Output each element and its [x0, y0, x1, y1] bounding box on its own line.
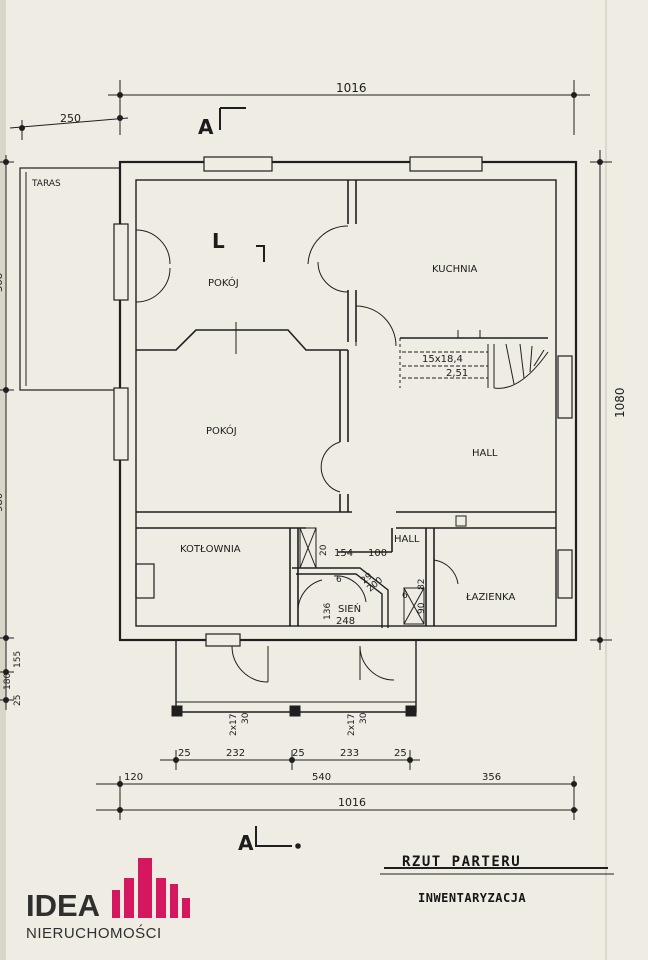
- dim-right-side: 1080: [613, 387, 627, 418]
- dim-inner-a: 6: [336, 575, 342, 585]
- dim-inner-d: 6: [402, 591, 408, 601]
- dim-bottom-row2-b: 540: [312, 772, 331, 783]
- dim-inner-154: 154: [334, 548, 353, 559]
- section-marker-top: A: [198, 115, 214, 139]
- porch-dim-left: 2x17: [229, 713, 239, 736]
- dim-left-side-5: 25: [13, 695, 23, 706]
- dim-bottom-row1-c: 25: [292, 748, 305, 759]
- idea-logo: IDEA NIERUCHOMOŚCI: [26, 858, 190, 942]
- room-label-hall-small: HALL: [394, 534, 420, 545]
- section-marker-inner: L: [212, 229, 225, 253]
- room-label-taras: TARAS: [31, 179, 61, 189]
- dim-inner-g: 20: [319, 544, 329, 556]
- room-label-sien: SIEŃ: [338, 602, 361, 615]
- porch-dim-right: 2x17: [347, 713, 357, 736]
- room-label-kuchnia: KUCHNIA: [432, 264, 478, 275]
- room-label-hall: HALL: [472, 448, 498, 459]
- stairs-label-bottom: 2,51: [446, 368, 468, 379]
- dim-left-side-2: 980: [0, 493, 5, 512]
- dim-left-side-4: 180: [3, 673, 13, 690]
- dim-bottom-total: 1016: [338, 796, 366, 809]
- dim-inner-e: 82: [417, 579, 427, 590]
- room-label-lazienka: ŁAZIENKA: [465, 592, 515, 603]
- dim-bottom-row1-a: 25: [178, 748, 191, 759]
- dim-inner-f: 90: [417, 602, 427, 614]
- logo-bars-icon: [112, 858, 190, 918]
- dim-top-left: 250: [60, 112, 81, 125]
- porch-dim-left-b: 30: [241, 712, 251, 724]
- dim-bottom-row1-d: 233: [340, 748, 359, 759]
- room-label-pokoj-upper: POKÓJ: [208, 276, 239, 289]
- room-label-pokoj-lower: POKÓJ: [206, 424, 237, 437]
- dim-left-side-1: 508: [0, 273, 5, 292]
- dim-inner-100: 100: [368, 548, 387, 559]
- dim-bottom-row1-e: 25: [394, 748, 407, 759]
- porch-dim-right-b: 30: [359, 712, 369, 724]
- room-label-kotlownia: KOTŁOWNIA: [180, 544, 241, 555]
- dim-inner-248: 248: [336, 616, 355, 627]
- dim-top-total: 1016: [336, 81, 367, 95]
- dim-left-side-3: 155: [13, 651, 23, 668]
- drawing-title: RZUT PARTERU: [402, 854, 521, 870]
- logo-brand: IDEA: [26, 888, 100, 923]
- section-marker-bottom: A: [238, 831, 254, 855]
- logo-tagline: NIERUCHOMOŚCI: [26, 924, 162, 942]
- drawing-subtitle: INWENTARYZACJA: [418, 891, 526, 905]
- stairs-label-top: 15x18,4: [422, 354, 463, 365]
- dim-bottom-row2-c: 356: [482, 772, 501, 783]
- dim-bottom-row1-b: 232: [226, 748, 245, 759]
- dim-inner-136: 136: [323, 603, 333, 620]
- dim-bottom-row2-a: 120: [124, 772, 143, 783]
